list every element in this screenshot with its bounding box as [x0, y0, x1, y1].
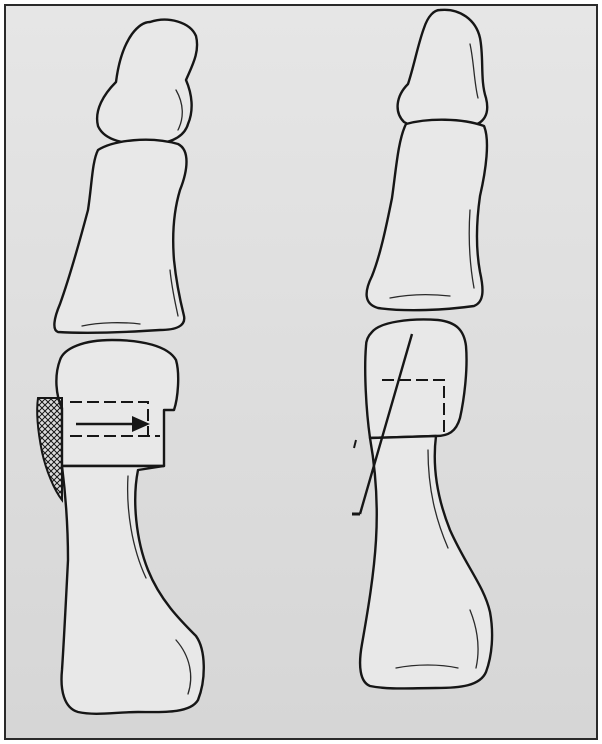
right-metatarsal-head-fragment	[365, 320, 466, 439]
left-metatarsal-shaft	[62, 466, 204, 714]
right-panel	[352, 10, 492, 689]
right-metatarsal-shaft	[360, 436, 492, 689]
left-resected-wedge	[37, 398, 62, 500]
left-proximal-phalanx	[54, 140, 186, 333]
right-proximal-phalanx	[367, 120, 487, 310]
left-panel	[37, 20, 204, 714]
left-distal-phalanx	[97, 20, 197, 144]
